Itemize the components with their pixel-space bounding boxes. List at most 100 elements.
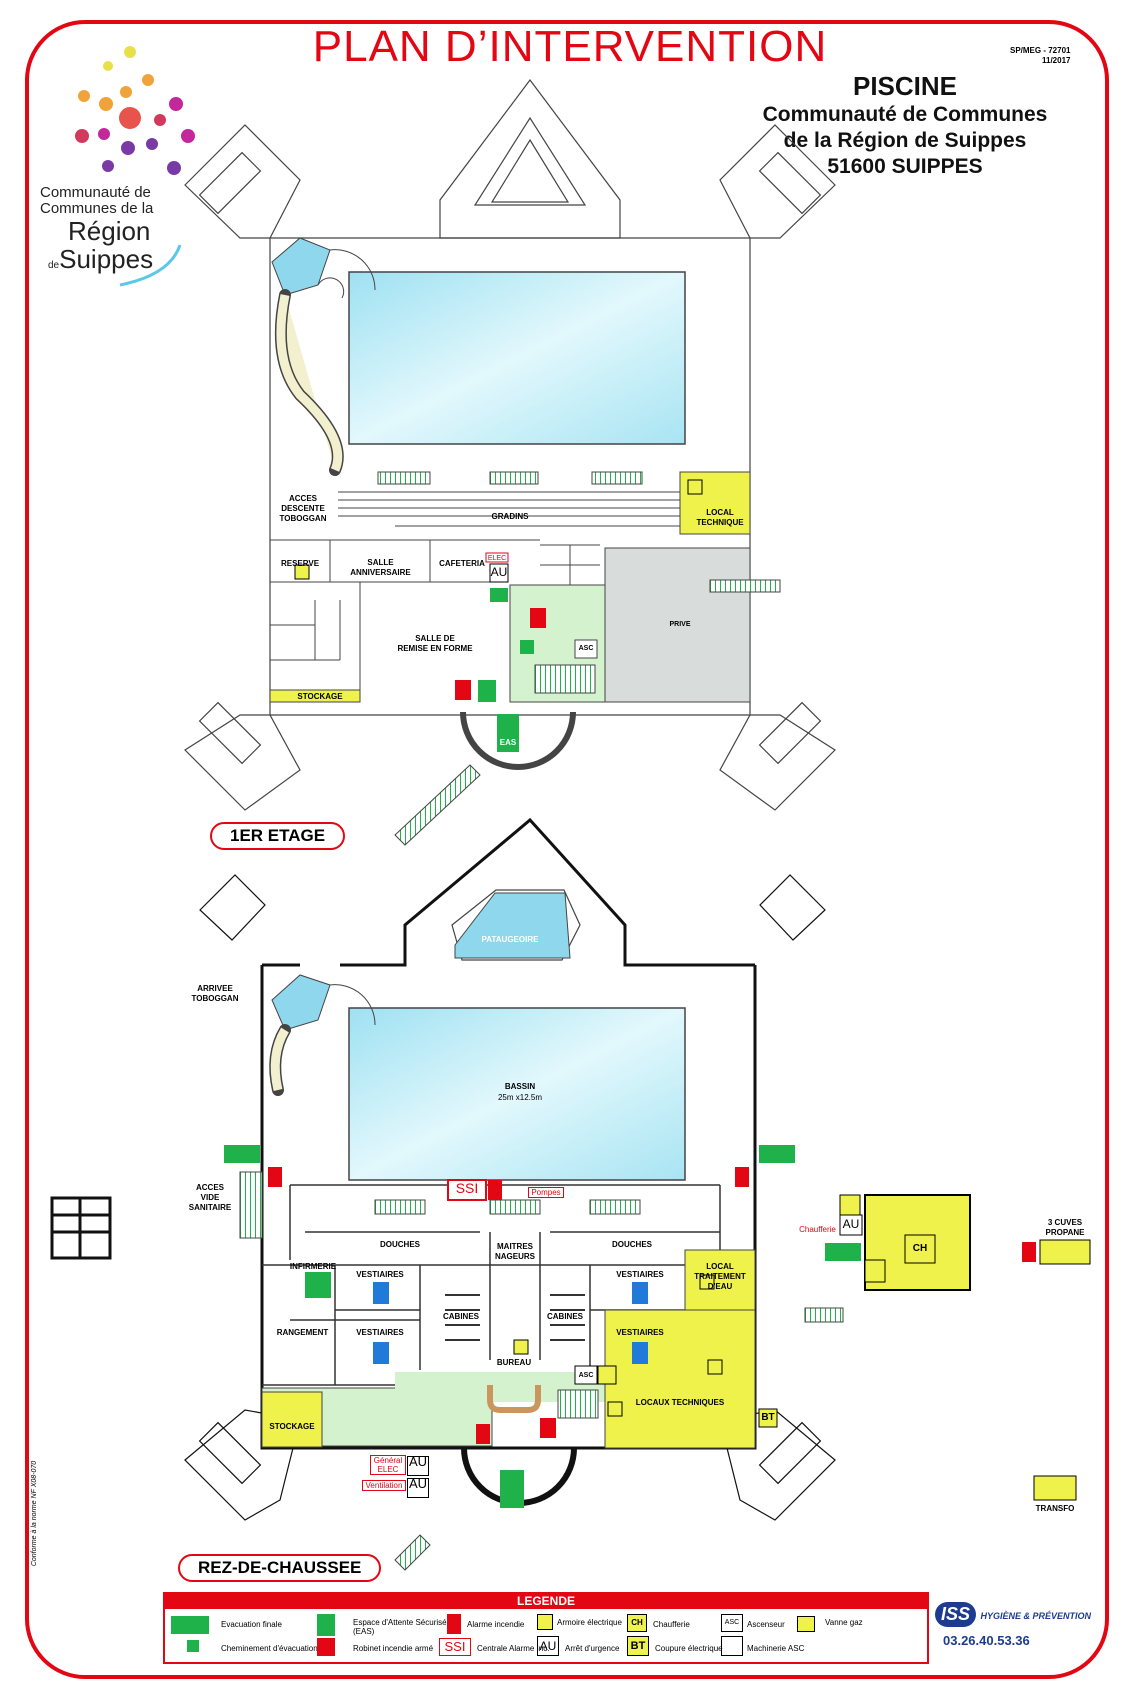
legend-item-cheminement: Cheminement d'évacuation [221,1644,318,1653]
legend-bt-icon: BT [627,1636,649,1656]
chaufferie-elec-icon [864,1259,886,1283]
page-title: PLAN D’INTERVENTION [312,22,828,71]
floor1-toboggan [271,237,376,476]
floor1-fire-alarm-icon [455,680,471,700]
chaufferie-vanne-icon [839,1194,861,1216]
floor1-label-cafeteria: CAFETERIA [439,559,485,568]
floor0-label-locaux-techniques: LOCAUX TECHNIQUES [635,1398,725,1407]
page-frame [25,20,1109,1679]
chaufferie-au-label: AU [842,1217,860,1231]
chaufferie-ch-label: CH [912,1243,928,1254]
floor0-stairs-3 [589,1199,641,1215]
floor0-fire-hose-icon-w [268,1167,282,1187]
legend-eas-icon [317,1614,335,1636]
floor0-wing-sw [184,1409,301,1521]
floor1-stairs-2 [489,471,539,485]
floor1-wing-se [719,714,836,811]
floor0-label-pompes: Pompes [528,1187,564,1198]
floor1-plan [184,79,836,811]
floor0-label-arrivee-toboggan: ARRIVEE TOBOGGAN [191,984,239,1003]
floor0-symbols [224,1145,795,1508]
chaufferie-ext-stairs [804,1307,844,1323]
legend-item-arret: Arrêt d'urgence [565,1644,620,1653]
legend-asc-icon: ASC [721,1614,743,1632]
company-block: ISS HYGIÈNE & PRÉVENTION 03.26.40.53.36 [935,1602,1105,1648]
floor1-elec-icon-2 [687,479,703,495]
floor1-ext-stairs-e [709,579,781,593]
floor0-bureau-elec-icon [513,1339,529,1355]
legend-path-arrow-icon [187,1640,199,1652]
company-sub: HYGIÈNE & PRÉVENTION [980,1610,1091,1621]
floor0-label-douches-1: DOUCHES [379,1240,420,1249]
chaufferie-au-icon [839,1214,863,1236]
floor0-pataugeoire [454,892,571,959]
transfo-block [1033,1475,1077,1501]
floor0-label-douches-2: DOUCHES [611,1240,652,1249]
floor1-rotunda [460,711,576,770]
legend-item-armoire: Armoire électrique [557,1618,622,1627]
chaufferie-ch-icon [904,1234,936,1264]
floor1-label-elec: ELEC [487,555,507,562]
legend-ch-icon: CH [627,1614,647,1632]
floor1-exit-down-icon [478,680,496,702]
floor1-label-eas: EAS [499,738,517,747]
floor1-exit-arrow-icon [490,588,508,602]
floor0-au-ventilation: AU [407,1477,429,1498]
floor1-stairs-4 [534,664,596,694]
floor1-au-icon [489,563,509,583]
floor0-exit-west-icon [224,1145,260,1163]
legend-alarm-icon [447,1614,461,1634]
legend-fire-hose-icon [317,1638,335,1656]
floor1-label-gradins: GRADINS [491,512,529,521]
floor1-stairs-1 [377,471,431,485]
floor0-vestiaire-man-icon [373,1282,389,1304]
legend-item-coupure: Coupure électrique [655,1644,723,1653]
floor0-label-asc: ASC [578,1372,594,1379]
propane-tanks [1039,1239,1091,1265]
legend: LEGENDE Evacuation finale Cheminement d'… [163,1592,929,1664]
legend-item-ria: Robinet incendie armé [353,1644,434,1653]
floor0-stairs-4 [557,1389,599,1419]
company-phone: 03.26.40.53.36 [943,1633,1030,1648]
site-address: 51600 SUIPPES [827,155,983,178]
floor0-label-maitres-nageurs: MAITRES NAGEURS [494,1242,535,1261]
floor0-label-bureau: BUREAU [496,1358,532,1367]
company-logo: ISS [935,1602,977,1627]
floor1-wing-ne [719,124,836,239]
floor0-local-traitement [684,1249,756,1311]
floor0-label-vestiaires-1: VESTIAIRES [356,1270,404,1279]
floor0-ext-stairs-sw [394,1534,431,1571]
floor0-locaux-elec-icon-2 [607,1401,623,1417]
logo-dot-cluster-icon [75,46,195,175]
floor0-badge: REZ-DE-CHAUSSEE [178,1554,382,1582]
floor1-symbols [294,479,703,752]
floor0-label-stockage: STOCKAGE [269,1422,315,1431]
ref-code: SP/MEG - 72701 [1010,46,1071,55]
floor1-label-salle-remise: SALLE DE REMISE EN FORME [397,634,473,653]
floor1-stockage [269,689,361,703]
floor1-asc-box [574,639,598,659]
floor1-label-acces-toboggan: ACCES DESCENTE TOBOGGAN [279,494,327,523]
floor0-exit-south-icon [500,1470,524,1508]
floor0-label-cabines-2: CABINES [546,1312,583,1321]
legend-exit-icon [171,1616,209,1634]
floor0-ssi-icon [447,1179,487,1201]
floor0-bt-icon [758,1408,778,1428]
floor0-label-infirmerie: INFIRMERIE [289,1262,337,1271]
legend-item-centrale: Centrale Alarme Inc. [477,1644,550,1653]
legend-ssi-icon: SSI [439,1638,471,1656]
floor0-stairs-1 [374,1199,426,1215]
floor1-elec-icon [294,564,310,580]
legend-item-chaufferie: Chaufferie [653,1620,690,1629]
site-header: PISCINE Communauté de Communes de la Rég… [740,70,1070,180]
chaufferie-exit-icon [825,1243,861,1261]
propane-label: 3 CUVES PROPANE [1045,1218,1085,1237]
logo-swoosh [119,244,182,287]
floor1-label-au: AU [490,565,508,579]
owner-line-2: de la Région de Suippes [783,129,1027,152]
floor0-bassin [348,1007,686,1181]
legend-item-vanne: Vanne gaz [825,1618,863,1627]
legend-elec-cabinet-icon [537,1614,553,1630]
floor1-roof [439,79,621,239]
floor0-label-bassin-dim: 25m x12.5m [497,1093,543,1102]
